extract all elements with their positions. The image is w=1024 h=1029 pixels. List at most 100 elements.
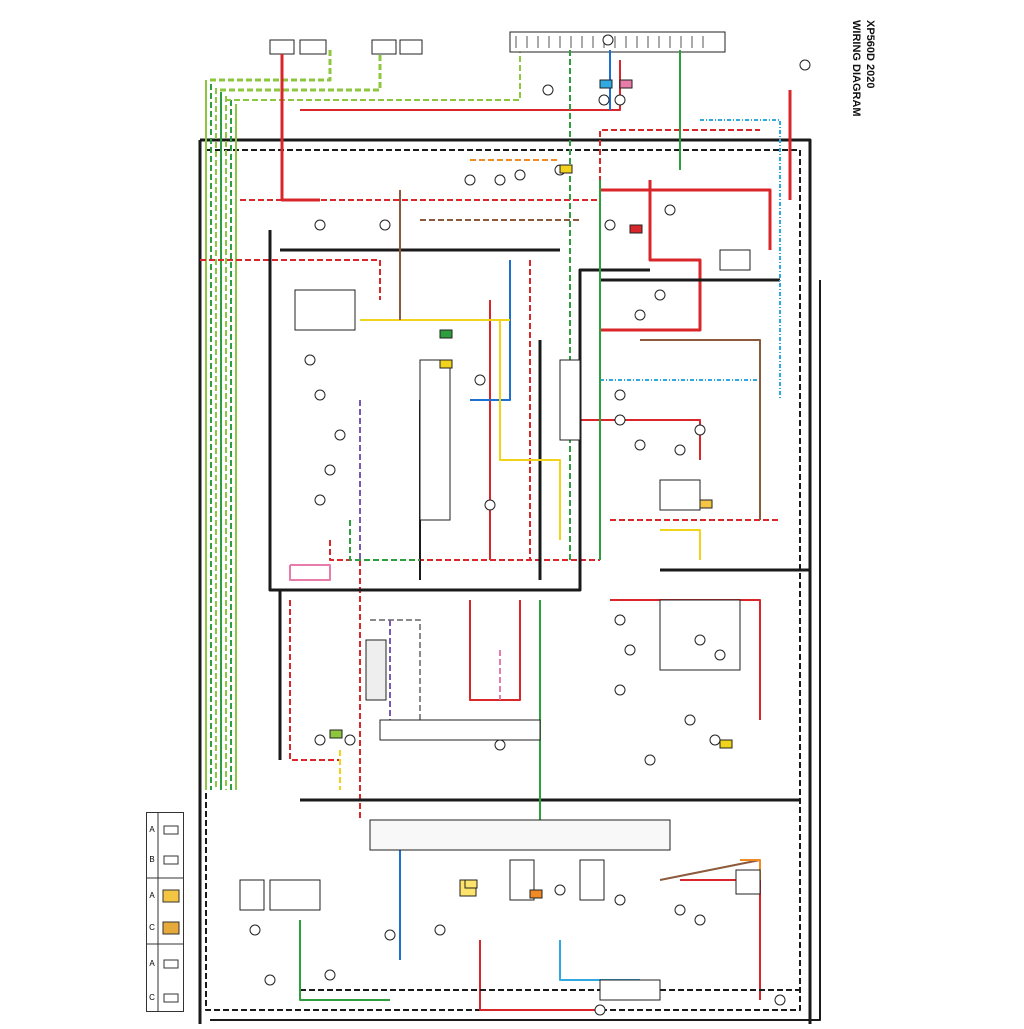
connector-chip — [629, 224, 643, 234]
connector-chip — [464, 879, 478, 889]
component-marker — [709, 734, 721, 746]
harness-green-top — [225, 50, 521, 101]
component-marker — [694, 424, 706, 436]
wire-red — [560, 419, 701, 460]
component-module — [294, 289, 356, 331]
component-marker — [694, 634, 706, 646]
legend-label-c2: C — [149, 993, 155, 1002]
model-title: XP560D 2020 — [864, 20, 876, 89]
wire-red — [280, 54, 320, 202]
component-marker — [644, 754, 656, 766]
component-marker — [249, 924, 261, 936]
main-connector-top — [509, 31, 726, 53]
connector-chip — [619, 79, 633, 89]
wire-red — [469, 600, 521, 701]
component-marker — [614, 414, 626, 426]
wire-red — [300, 60, 621, 111]
component-marker — [614, 94, 626, 106]
component-marker — [594, 1004, 606, 1016]
component-marker — [434, 924, 446, 936]
relay-box — [579, 859, 605, 901]
wire-gray — [370, 619, 421, 720]
ecu-connector — [419, 359, 451, 521]
legend-label-a1: A — [149, 825, 155, 834]
component-marker — [514, 169, 526, 181]
component-marker — [554, 884, 566, 896]
meter-connector — [379, 719, 541, 741]
legend-label-b1: B — [149, 855, 154, 864]
wire-red — [479, 940, 600, 1011]
connector-chip — [599, 79, 613, 89]
wire-yellow — [660, 529, 701, 560]
component-marker — [664, 204, 676, 216]
component-marker — [324, 464, 336, 476]
wire-blue — [470, 260, 511, 401]
wire-red — [600, 188, 772, 250]
component-marker — [799, 59, 811, 71]
wire-green — [349, 520, 420, 561]
component-marker — [614, 614, 626, 626]
legend-border — [146, 812, 184, 1012]
legend-connector-icon — [163, 993, 179, 1003]
component-marker — [694, 914, 706, 926]
component-marker — [314, 734, 326, 746]
harness-green-top — [210, 50, 332, 82]
legend-label-c1: C — [149, 923, 155, 932]
wire-brown — [659, 859, 761, 881]
connector-bottom — [599, 979, 661, 1001]
frame-wire-right — [210, 280, 821, 1021]
legend-connector-icon — [163, 855, 179, 865]
component-marker — [474, 374, 486, 386]
component-marker — [674, 904, 686, 916]
wire-brown — [640, 339, 761, 520]
ecu-connector — [559, 359, 581, 441]
component-marker — [634, 309, 646, 321]
wire-pink — [289, 564, 331, 581]
component-marker — [494, 739, 506, 751]
connector-chip — [529, 889, 543, 899]
frame-wire-top — [200, 138, 812, 1029]
component-marker — [624, 644, 636, 656]
wire-red — [200, 259, 381, 300]
component-right — [735, 869, 761, 895]
connector-top-left — [299, 39, 327, 55]
component-marker — [714, 649, 726, 661]
component-marker — [614, 894, 626, 906]
component-marker — [634, 439, 646, 451]
component-marker — [604, 219, 616, 231]
fuse-box — [269, 879, 321, 911]
connector-chip — [329, 729, 343, 739]
meter-unit — [365, 639, 387, 701]
legend-connector-icon — [163, 959, 179, 969]
connector-top-left — [269, 39, 295, 55]
diagram-subtitle: WIRING DIAGRAM — [850, 20, 862, 117]
component-marker — [314, 389, 326, 401]
component-marker — [324, 969, 336, 981]
component-marker — [494, 174, 506, 186]
component-marker — [334, 429, 346, 441]
harness-green-top — [220, 50, 382, 92]
legend-connector-icon — [162, 889, 180, 903]
component-marker — [614, 684, 626, 696]
connector-legend: A B A C A C — [146, 812, 184, 1012]
switch-module — [659, 479, 701, 511]
wire-skyblue — [559, 940, 640, 981]
component-marker — [304, 354, 316, 366]
component-marker — [314, 219, 326, 231]
legend-svg: A B A C A C — [146, 812, 184, 1012]
connector-chip — [699, 499, 713, 509]
component-marker — [484, 499, 496, 511]
component-marker — [684, 714, 696, 726]
component-marker — [464, 174, 476, 186]
legend-label-a3: A — [149, 959, 155, 968]
wire-red — [289, 600, 340, 761]
component-marker — [614, 389, 626, 401]
connector-top-left — [371, 39, 397, 55]
component-marker — [542, 84, 554, 96]
wire-green — [299, 920, 390, 1001]
component-marker — [654, 289, 666, 301]
wire-yellow — [499, 320, 561, 540]
connector-label-marker — [602, 34, 614, 46]
